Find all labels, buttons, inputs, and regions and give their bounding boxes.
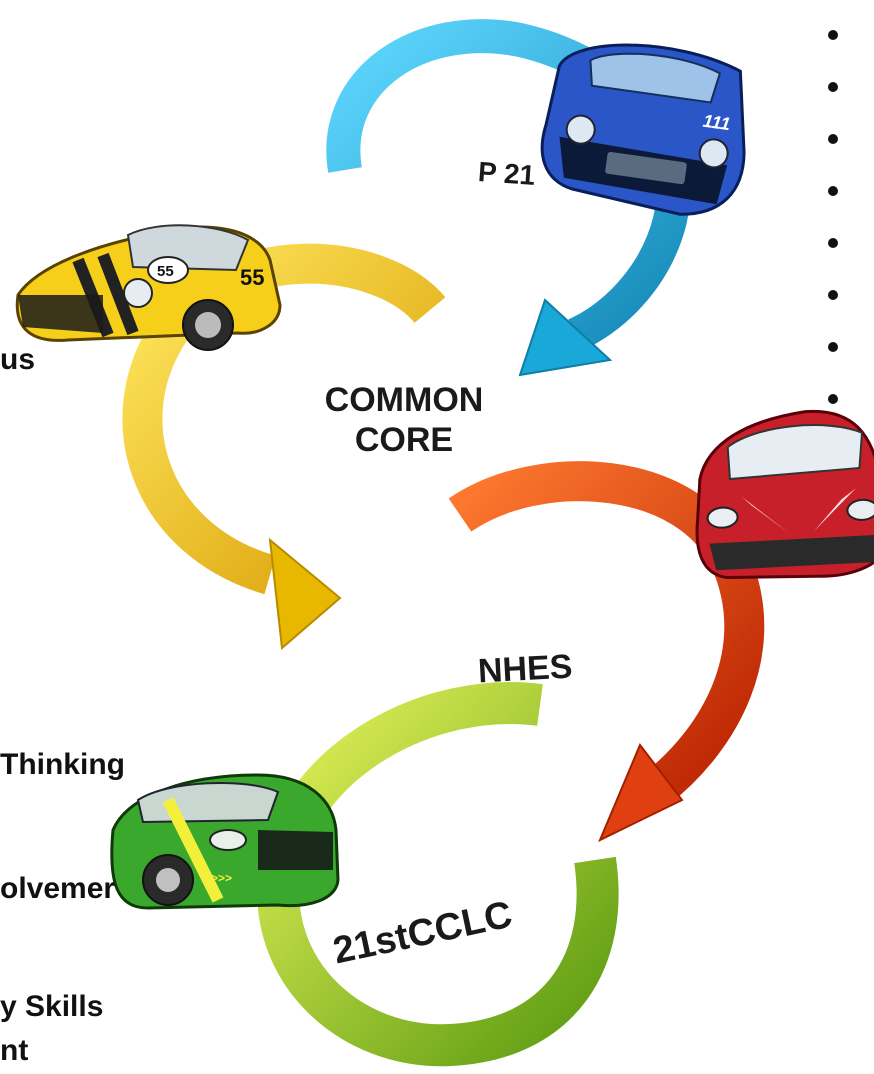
svg-text:55: 55: [240, 265, 264, 290]
bullet-list: [826, 10, 840, 426]
bullet-item: [826, 166, 840, 218]
bullet-item: [826, 374, 840, 426]
svg-text:>>>>: >>>>: [204, 871, 232, 885]
label-p21: P 21: [477, 156, 537, 191]
green-race-car: >>>>: [110, 773, 340, 910]
yellow-race-car: 55 55: [15, 224, 282, 351]
common-core-text: COMMON CORE: [324, 381, 484, 459]
green-arrow: [257, 682, 619, 1067]
fragment-us: us: [0, 343, 36, 376]
blue-race-car: 111: [540, 43, 746, 216]
fragment-olvemer: olvemer: [0, 872, 116, 905]
fragment-y-skills: y Skills: [0, 990, 104, 1023]
bullet-item: [826, 270, 840, 322]
svg-text:55: 55: [157, 263, 174, 280]
fragment-nt: nt: [0, 1034, 29, 1067]
label-nhes: NHES: [477, 647, 574, 691]
svg-text:111: 111: [702, 111, 732, 135]
bullet-item: [826, 218, 840, 270]
bullet-item: [826, 10, 840, 62]
bullet-item: [826, 322, 840, 374]
fragment-thinking: Thinking: [0, 748, 125, 781]
label-common-core-line1: COMMON CORE: [298, 380, 510, 460]
bullet-item: [826, 62, 840, 114]
red-race-car: [695, 409, 874, 579]
bullet-item: [826, 114, 840, 166]
